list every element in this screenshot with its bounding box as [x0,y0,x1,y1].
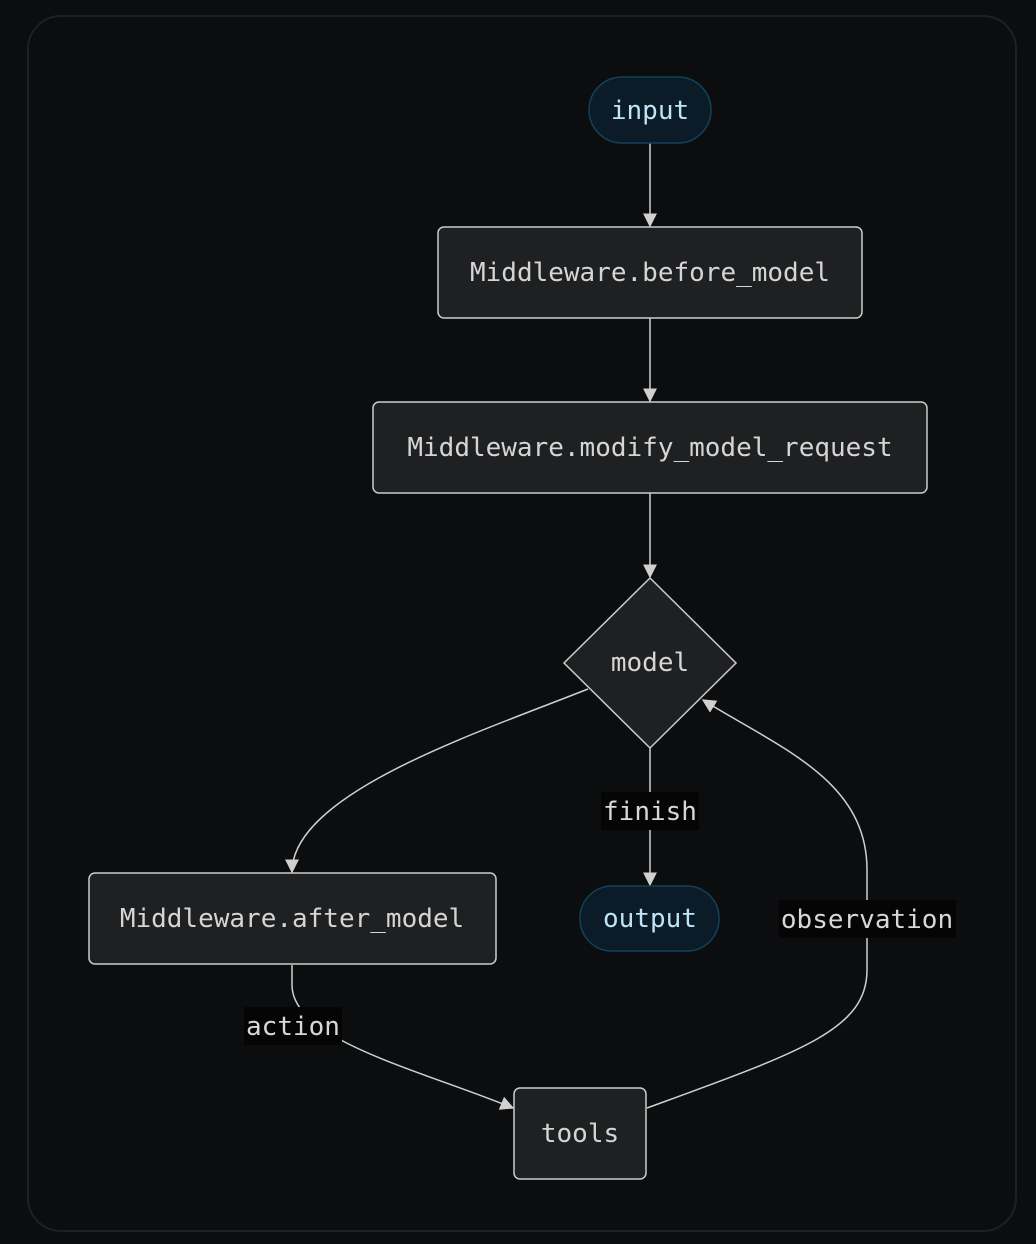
edge-label-action-text: action [246,1012,340,1042]
edge-label-observation-text: observation [781,905,953,935]
node-modify-model-request: Middleware.modify_model_request [372,401,928,494]
edge-label-finish: finish [601,792,699,830]
edge-model-to-after-model [285,688,589,874]
node-after-model: Middleware.after_model [88,872,497,965]
node-before-model-label: Middleware.before_model [470,258,830,288]
node-tools-label: tools [541,1119,619,1149]
node-input-label: input [611,96,689,126]
node-before-model: Middleware.before_model [437,226,863,319]
node-after-model-label: Middleware.after_model [120,904,464,934]
node-modify-model-request-label: Middleware.modify_model_request [407,433,892,463]
edges [285,143,868,1110]
edge-label-observation: observation [779,900,956,938]
node-output: output [579,885,720,952]
edge-tools-to-model [646,699,868,1109]
node-model: model [562,576,738,750]
edge-label-finish-text: finish [603,797,697,827]
diagram-frame [27,15,1017,1232]
node-tools: tools [513,1087,647,1180]
edge-after-model-to-tools [291,965,515,1110]
node-input: input [588,76,712,144]
edge-label-action: action [244,1007,342,1045]
node-output-label: output [603,904,697,934]
node-model-label: model [611,648,689,678]
